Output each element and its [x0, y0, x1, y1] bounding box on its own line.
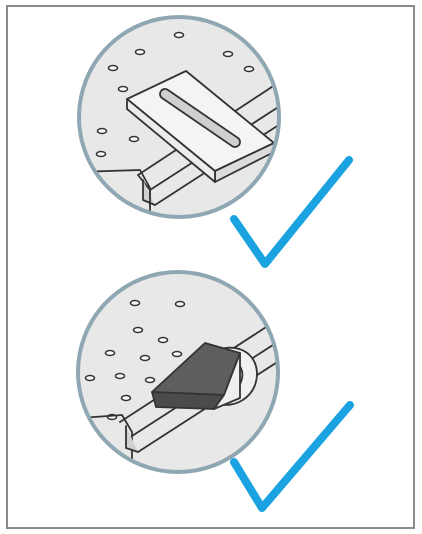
checkmark-icon [230, 156, 353, 268]
zoom-circle-1 [77, 15, 281, 219]
zoom-circle-2 [76, 270, 280, 474]
surface-holes [84, 299, 186, 421]
checkmark-icon [230, 401, 354, 512]
panel-1-illustration [77, 15, 281, 219]
panel-2-illustration [76, 270, 280, 474]
